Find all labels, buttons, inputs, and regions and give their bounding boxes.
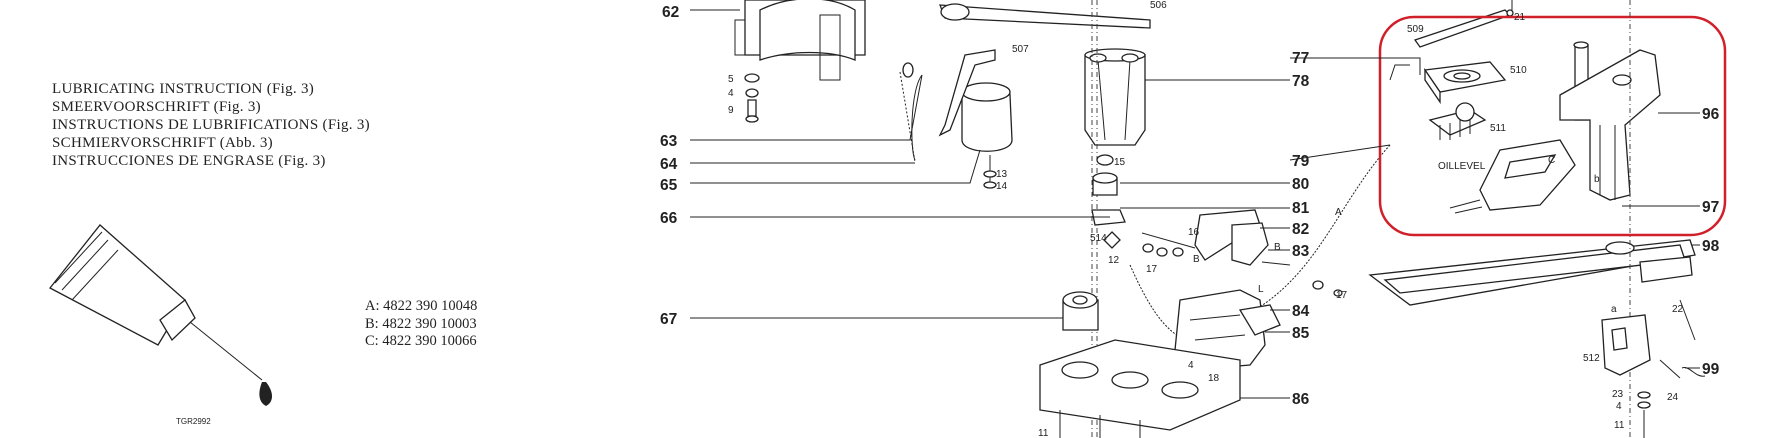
part-98-slide [1368, 0, 1696, 438]
label-12: 12 [1108, 255, 1120, 266]
callout-86: 86 [1292, 391, 1310, 408]
lubricant-codes: A: 4822 390 10048 B: 4822 390 10003 C: 4… [365, 298, 477, 351]
label-22: 22 [1672, 304, 1684, 315]
label-506: 506 [1150, 0, 1167, 11]
callout-77: 77 [1292, 50, 1309, 67]
label-l: L [1258, 284, 1264, 295]
label-11b: 11 [1614, 420, 1625, 431]
label-15: 15 [1114, 157, 1126, 168]
parts-81-82-83 [1141, 209, 1291, 266]
callout-99: 99 [1702, 361, 1720, 378]
part-96-arm [1559, 41, 1661, 201]
highlight-box [1378, 15, 1727, 237]
callout-97: 97 [1702, 199, 1719, 216]
part-506-lever [939, 3, 1151, 29]
callout-66: 66 [660, 210, 678, 227]
callout-84: 84 [1292, 303, 1310, 320]
label-cable-a: A [1335, 207, 1342, 218]
callout-98: 98 [1702, 238, 1720, 255]
parts-15-80-66 [1091, 154, 1126, 249]
label-4c: 4 [1616, 401, 1622, 412]
leader-lines [690, 9, 1700, 399]
label-507: 507 [1012, 44, 1029, 55]
lubricant-code-a: A: 4822 390 10048 [365, 298, 478, 314]
oil-level-reservoir [1449, 139, 1576, 214]
label-510: 510 [1510, 65, 1527, 76]
callout-96: 96 [1702, 106, 1720, 123]
label-14: 14 [996, 181, 1008, 192]
callout-67: 67 [660, 311, 677, 328]
screw-13-14 [983, 155, 997, 189]
label-17a: 17 [1146, 264, 1158, 275]
label-514: 514 [1090, 233, 1107, 244]
label-16: 16 [1188, 227, 1200, 238]
callout-64: 64 [660, 156, 678, 173]
callout-81: 81 [1292, 200, 1310, 217]
label-b1: B [1193, 254, 1200, 265]
label-a-small: a [1611, 304, 1617, 315]
figure-code: TGR2992 [176, 417, 211, 426]
label-4b: 4 [1188, 360, 1194, 371]
callout-79: 79 [1292, 153, 1310, 170]
parts-84-85-bracket [1174, 280, 1343, 371]
label-17b: 17 [1336, 290, 1348, 301]
label-c: C [1548, 155, 1555, 166]
callout-82: 82 [1292, 221, 1309, 238]
label-4a: 4 [728, 88, 734, 99]
instruction-es: INSTRUCCIONES DE ENGRASE (Fig. 3) [52, 153, 326, 169]
label-5: 5 [728, 74, 734, 85]
screw-stack-5-4-9 [744, 73, 760, 123]
label-21: 21 [1514, 12, 1526, 23]
instruction-de: SCHMIERVORSCHRIFT (Abb. 3) [52, 135, 273, 151]
part-86-base [1039, 339, 1241, 438]
lubricating-instructions: LUBRICATING INSTRUCTION (Fig. 3) SMEERVO… [52, 80, 370, 170]
part-509-strip [1389, 0, 1514, 81]
part-99-assembly [1601, 299, 1706, 438]
part-67-bushing [1062, 291, 1099, 331]
part-510-oil-pad [1423, 61, 1507, 105]
label-b2: B [1274, 242, 1281, 253]
callout-63: 63 [660, 133, 678, 150]
label-24: 24 [1667, 392, 1679, 403]
lubricant-code-c: C: 4822 390 10066 [365, 333, 477, 349]
label-oil-level: OILLEVEL [1438, 161, 1486, 172]
label-13: 13 [996, 169, 1008, 180]
label-b-small: b [1594, 174, 1600, 185]
part-62-relay [690, 0, 866, 81]
label-9: 9 [728, 105, 734, 116]
lubricant-code-b: B: 4822 390 10003 [365, 315, 477, 332]
callout-83: 83 [1292, 243, 1310, 260]
instruction-fr: INSTRUCTIONS DE LUBRIFICATIONS (Fig. 3) [52, 117, 370, 133]
instruction-en: LUBRICATING INSTRUCTION (Fig. 3) [52, 81, 315, 97]
callout-65: 65 [660, 177, 678, 194]
label-23: 23 [1612, 389, 1624, 400]
part-511-clip [1428, 102, 1487, 140]
label-18: 18 [1208, 373, 1220, 384]
label-11a: 11 [1038, 428, 1049, 438]
part-507-solenoid [899, 49, 1013, 163]
oil-can-illustration [49, 224, 272, 406]
instruction-nl: SMEERVOORSCHRIFT (Fig. 3) [52, 99, 261, 115]
label-509: 509 [1407, 24, 1424, 35]
label-512: 512 [1583, 353, 1600, 364]
label-511: 511 [1490, 123, 1506, 134]
callout-80: 80 [1292, 176, 1309, 193]
callout-62: 62 [662, 4, 679, 21]
callout-78: 78 [1292, 73, 1310, 90]
callout-85: 85 [1292, 325, 1310, 342]
